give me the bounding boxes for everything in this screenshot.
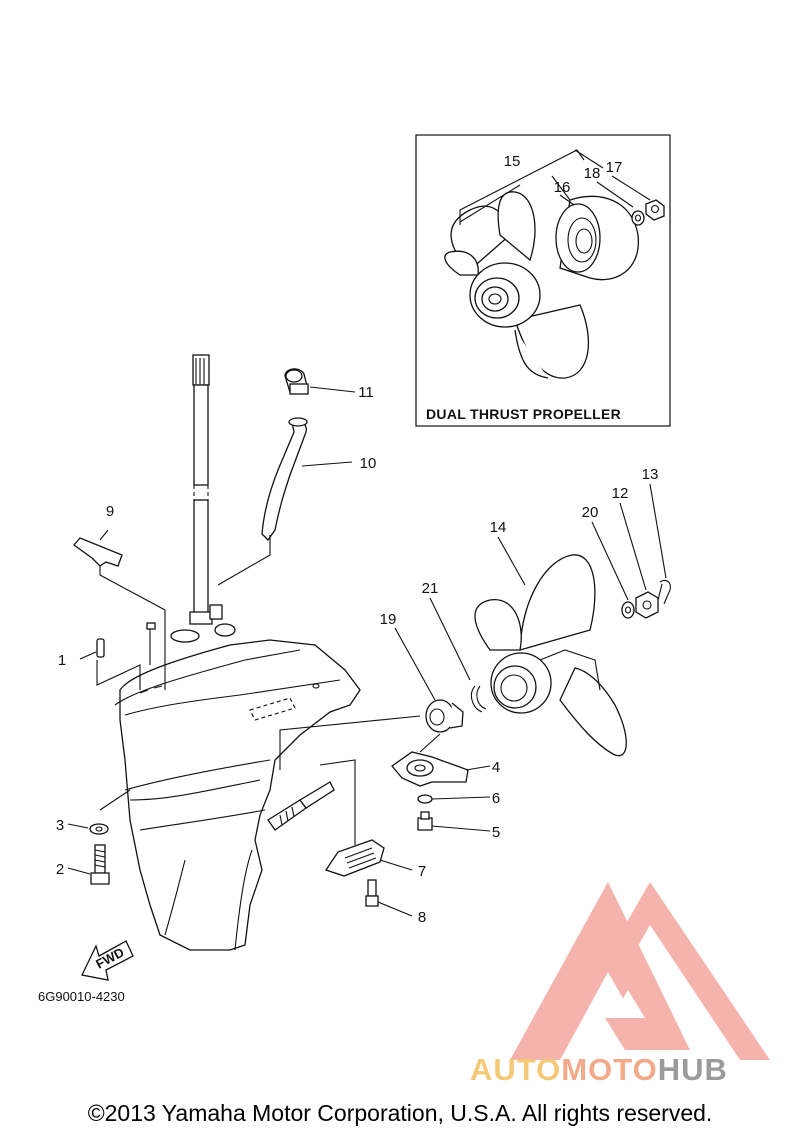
callout-12: 12 [612, 485, 629, 502]
plate-part [73, 537, 123, 567]
callout-11: 11 [358, 384, 374, 401]
callout-9: 9 [106, 503, 114, 520]
callout-8: 8 [418, 909, 426, 926]
watermark-moto: MOTO [561, 1052, 658, 1087]
diagram-code: 6G90010-4230 [38, 989, 125, 1004]
inset-dual-thrust [415, 134, 671, 427]
callout-19: 19 [380, 611, 397, 628]
callout-15: 15 [504, 153, 521, 170]
watermark-hub: HUB [657, 1052, 728, 1087]
callout-3: 3 [56, 817, 64, 834]
fwd-arrow-icon: FWD [81, 940, 134, 981]
propeller [474, 554, 627, 757]
watermark-text: AUTOMOTOHUB [470, 1052, 728, 1088]
callout-5: 5 [492, 824, 500, 841]
callout-2: 2 [56, 861, 64, 878]
callout-4: 4 [492, 759, 500, 776]
callout-10: 10 [360, 455, 377, 472]
water-tube [261, 368, 309, 542]
watermark-logo [510, 882, 770, 1060]
inset-title: DUAL THRUST PROPELLER [426, 406, 621, 422]
leader-lines [67, 184, 667, 917]
prop-nut-set [621, 579, 671, 619]
callout-14: 14 [490, 519, 507, 536]
callout-13: 13 [642, 466, 659, 483]
bolt-and-washer [89, 823, 110, 885]
callout-numbers: 1 2 3 4 5 6 7 8 9 10 11 12 13 14 15 16 1… [56, 153, 659, 926]
callout-21: 21 [422, 580, 439, 597]
trim-tab [391, 751, 469, 831]
callout-16: 16 [554, 179, 571, 196]
callout-1: 1 [58, 652, 66, 669]
drive-shaft [189, 354, 223, 625]
thrust-washer [425, 685, 487, 733]
callout-7: 7 [418, 863, 426, 880]
dowel-pin [96, 622, 156, 665]
callout-6: 6 [492, 790, 500, 807]
callout-17: 17 [606, 159, 623, 176]
lower-casing [114, 623, 361, 951]
copyright-notice: ©2013 Yamaha Motor Corporation, U.S.A. A… [87, 1100, 713, 1126]
callout-20: 20 [582, 504, 599, 521]
watermark-auto: AUTO [470, 1052, 562, 1087]
cover-plate [324, 839, 385, 907]
callout-18: 18 [584, 165, 601, 182]
